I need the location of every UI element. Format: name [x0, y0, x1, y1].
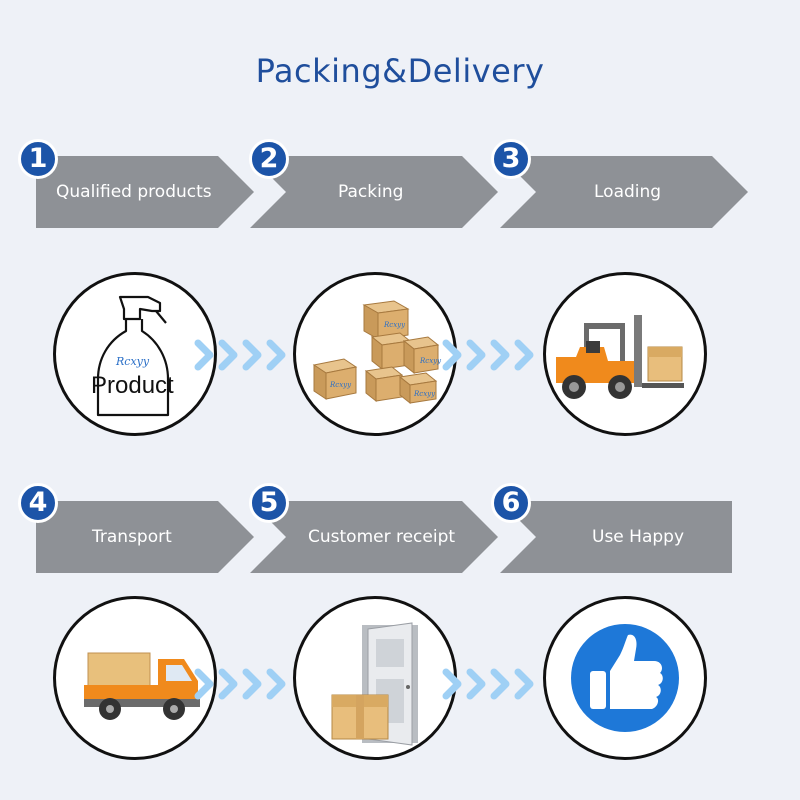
flow-arrows-1-2	[194, 339, 286, 371]
step-1-circle: Rcxyy Product	[53, 272, 217, 436]
step-1-label: Qualified products	[56, 182, 212, 202]
step-3-label: Loading	[594, 182, 662, 202]
boxes-icon: Rcxyy Rcxyy Rcxyy Rcxyy	[312, 300, 442, 405]
step-5-badge: 5	[249, 483, 289, 523]
step-2-banner: Packing	[250, 156, 498, 228]
thumbs-up-icon	[571, 624, 679, 732]
svg-text:Rcxyy: Rcxyy	[419, 357, 442, 365]
step-5-label: Customer receipt	[308, 527, 456, 547]
step-6-badge: 6	[491, 483, 531, 523]
page-title: Packing&Delivery	[255, 52, 545, 90]
svg-text:Rcxyy: Rcxyy	[329, 381, 352, 389]
step-4-circle	[53, 596, 217, 760]
step-2-badge: 2	[249, 139, 289, 179]
step-2-circle: Rcxyy Rcxyy Rcxyy Rcxyy	[293, 272, 457, 436]
step-6-label: Use Happy	[592, 527, 685, 547]
step-3-banner: Loading	[500, 156, 748, 228]
svg-text:Rcxyy: Rcxyy	[383, 321, 406, 329]
flow-arrows-4-5	[194, 668, 286, 700]
flow-arrows-5-6	[442, 668, 534, 700]
step-4-badge: 4	[18, 483, 58, 523]
step-5-circle	[293, 596, 457, 760]
step-4-label: Transport	[92, 527, 172, 547]
step-1-badge: 1	[18, 139, 58, 179]
truck-icon	[84, 652, 200, 720]
svg-text:Rcxyy: Rcxyy	[413, 390, 436, 398]
step-3-badge: 3	[491, 139, 531, 179]
step-6-banner: Use Happy	[500, 501, 732, 573]
step-4-banner: Transport	[36, 501, 254, 573]
spray-bottle-icon: Rcxyy Product	[91, 295, 174, 417]
step-2-label: Packing	[338, 182, 404, 202]
step-5-banner: Customer receipt	[250, 501, 498, 573]
flow-arrows-2-3	[442, 339, 534, 371]
door-box-icon	[331, 622, 418, 746]
product-label: Product	[91, 372, 174, 399]
step-3-circle	[543, 272, 707, 436]
forklift-icon	[556, 315, 684, 399]
logo-text: Rcxyy	[115, 355, 150, 368]
step-1-banner: Qualified products	[36, 156, 254, 228]
step-6-circle	[543, 596, 707, 760]
